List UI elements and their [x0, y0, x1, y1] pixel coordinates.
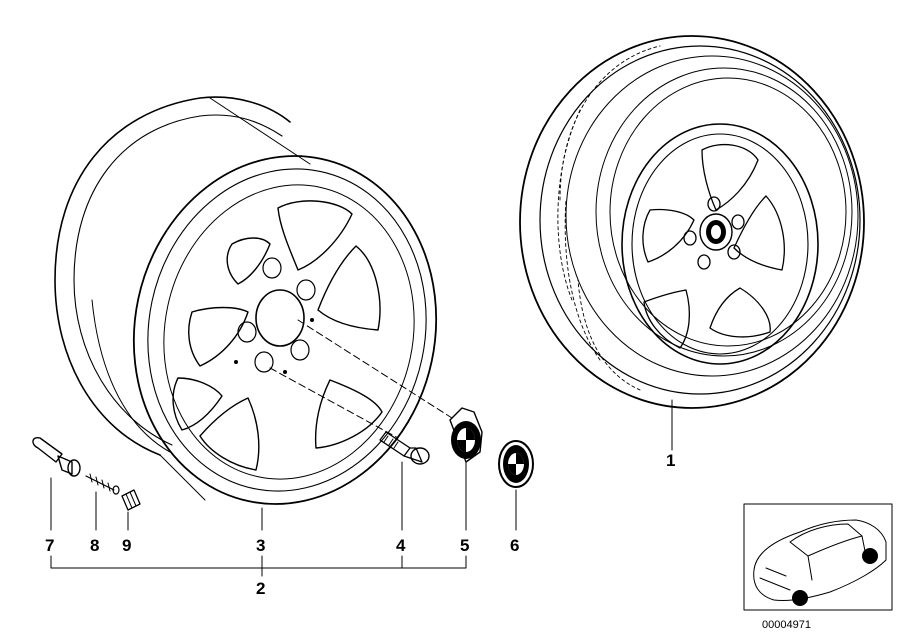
complete-wheel-with-tire[interactable]	[519, 35, 865, 409]
hub-cap[interactable]	[449, 407, 483, 463]
document-number: 00004971	[762, 619, 811, 631]
car-outline-icon	[753, 519, 887, 601]
rear-wheel-highlight	[862, 548, 878, 564]
callout-3: 3	[256, 536, 265, 555]
callout-7: 7	[45, 536, 54, 555]
callout-4: 4	[396, 536, 406, 555]
valve-cap[interactable]	[121, 489, 141, 511]
callout-1: 1	[666, 451, 675, 470]
callout-6: 6	[510, 536, 519, 555]
emblem[interactable]	[498, 440, 534, 488]
callout-9: 9	[122, 536, 131, 555]
callout-2: 2	[256, 579, 265, 598]
valve-insert[interactable]	[85, 473, 120, 495]
wheel-bolt[interactable]	[379, 431, 430, 465]
front-wheel-highlight	[792, 590, 808, 606]
leader-lines	[50, 399, 673, 577]
callout-8: 8	[90, 536, 99, 555]
alloy-rim[interactable]	[54, 96, 468, 532]
callout-5: 5	[460, 536, 469, 555]
tire-valve[interactable]	[32, 436, 81, 477]
vehicle-location-inset	[743, 503, 893, 611]
